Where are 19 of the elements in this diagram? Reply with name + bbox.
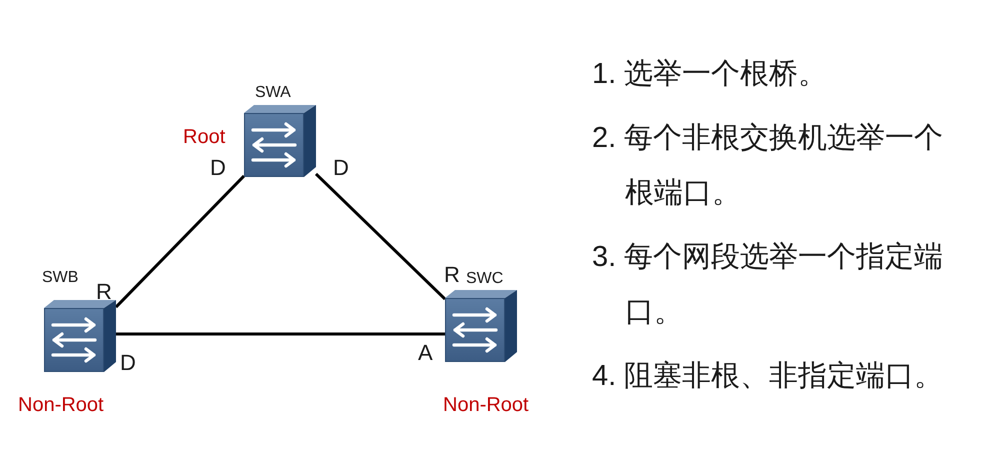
port-label: R bbox=[96, 281, 112, 303]
port-label: D bbox=[210, 157, 226, 179]
port-label: R bbox=[444, 264, 460, 286]
device-label: SWB bbox=[42, 270, 78, 286]
port-label: D bbox=[333, 157, 349, 179]
list-item: 1. 选举一个根桥。 bbox=[592, 57, 828, 92]
list-item: 2. 每个非根交换机选举一个根端口。 bbox=[592, 121, 944, 211]
port-label: A bbox=[418, 342, 433, 364]
list-item: 4. 阻塞非根、非指定端口。 bbox=[592, 359, 944, 394]
device-label: SWC bbox=[466, 271, 504, 287]
link-line bbox=[116, 332, 445, 336]
device-label: SWA bbox=[255, 85, 291, 101]
role-label: Non-Root bbox=[443, 395, 529, 415]
link-line bbox=[314, 172, 446, 300]
list-item: 3. 每个网段选举一个指定端口。 bbox=[592, 240, 944, 330]
role-label: Root bbox=[183, 127, 226, 147]
port-label: D bbox=[120, 352, 136, 374]
role-label: Non-Root bbox=[18, 395, 104, 415]
link-line bbox=[114, 174, 246, 308]
